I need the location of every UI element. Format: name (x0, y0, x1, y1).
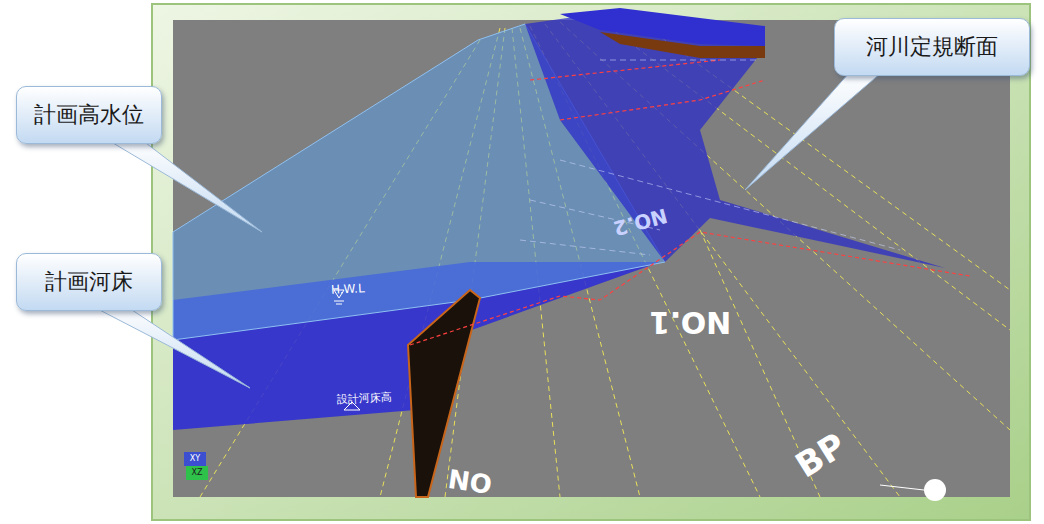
water-level-label: H.W.L (331, 282, 365, 296)
bank-wall (408, 290, 480, 497)
axis-xy (184, 452, 206, 466)
point-leader (880, 485, 924, 490)
station-number: NO.2 (611, 205, 669, 239)
callout-box: 計画河床 (16, 253, 162, 311)
section-lines (410, 60, 970, 345)
axis-label: XY (190, 455, 200, 463)
axis-label: XZ (192, 469, 203, 477)
callout-box: 河川定規断面 (834, 18, 1030, 76)
callout-tail (745, 72, 882, 190)
callout-box: 計画高水位 (16, 86, 162, 144)
callout-label: 計画高水位 (34, 102, 144, 128)
callout-label: 河川定規断面 (866, 34, 998, 60)
section-band-top (560, 8, 765, 46)
bank-strip (600, 32, 765, 58)
station-label: NO (446, 466, 493, 498)
station-label: BP (789, 427, 850, 483)
callout-tail (108, 140, 262, 232)
frame (152, 4, 1030, 520)
point-marker (924, 479, 946, 501)
mesh-lines (520, 60, 900, 255)
callout-label: 計画河床 (45, 269, 133, 295)
axis-xz (186, 466, 208, 480)
station-number: NO.1 (649, 307, 731, 337)
callout-tail (92, 306, 250, 388)
bed-level-label: 設計河床高 (336, 391, 392, 405)
